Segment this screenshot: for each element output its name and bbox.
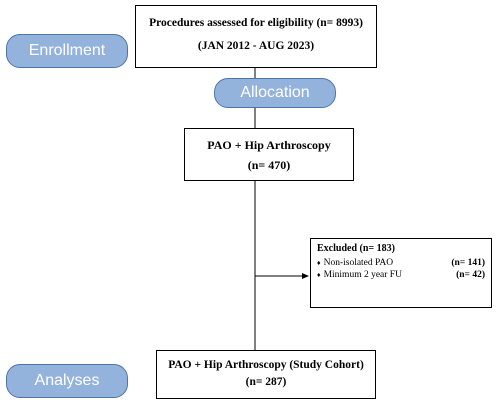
eligibility-date-range: (JAN 2012 - AUG 2023) xyxy=(197,40,315,52)
eligibility-box: Procedures assessed for eligibility (n= … xyxy=(135,5,377,68)
cohort-count: (n= 287) xyxy=(245,376,287,388)
excluded-item-count: (n= 141) xyxy=(451,258,485,268)
excluded-item-label: Non-isolated PAO xyxy=(323,258,394,268)
phase-analyses-label: Analyses xyxy=(34,372,100,389)
phase-allocation: Allocation xyxy=(214,78,336,108)
excluded-item: ♦Non-isolated PAO (n= 141) xyxy=(317,257,485,269)
eligibility-count: Procedures assessed for eligibility (n= … xyxy=(149,17,363,29)
phase-allocation-label: Allocation xyxy=(240,84,310,101)
phase-analyses: Analyses xyxy=(6,364,128,398)
excluded-item-label: Minimum 2 year FU xyxy=(323,270,402,280)
bullet-diamond-icon: ♦ xyxy=(317,259,321,267)
allocated-count: (n= 470) xyxy=(247,158,291,172)
allocated-box: PAO + Hip Arthroscopy (n= 470) xyxy=(184,128,354,181)
excluded-title: Excluded (n= 183) xyxy=(317,243,395,254)
arrow-head-excluded xyxy=(302,273,309,279)
phase-enrollment: Enrollment xyxy=(6,34,128,68)
cohort-title: PAO + Hip Arthroscopy (Study Cohort) xyxy=(168,359,364,371)
excluded-box: Excluded (n= 183) ♦Non-isolated PAO (n= … xyxy=(310,238,492,308)
excluded-item: ♦Minimum 2 year FU (n= 42) xyxy=(317,269,485,281)
cohort-box: PAO + Hip Arthroscopy (Study Cohort) (n=… xyxy=(156,350,376,399)
allocated-title: PAO + Hip Arthroscopy xyxy=(207,138,331,152)
excluded-item-count: (n= 42) xyxy=(456,270,485,280)
bullet-diamond-icon: ♦ xyxy=(317,271,321,279)
phase-enrollment-label: Enrollment xyxy=(28,42,106,59)
